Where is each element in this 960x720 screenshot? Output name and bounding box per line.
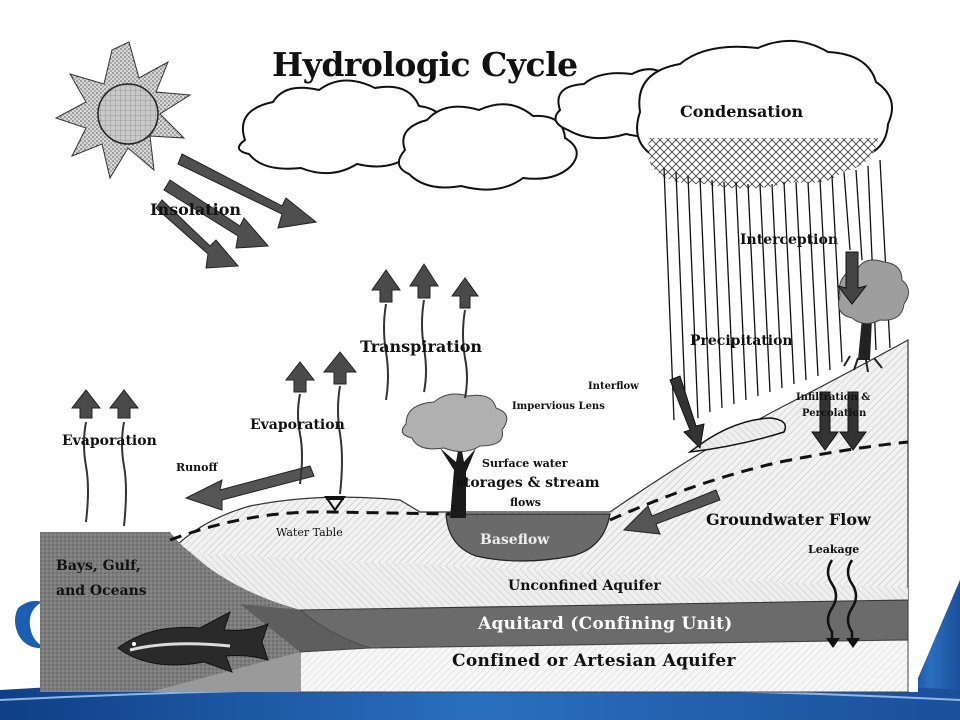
impervious-lens bbox=[687, 417, 787, 454]
impervious-lens-label: Impervious Lens bbox=[512, 401, 605, 412]
insolation-label: Insolation bbox=[150, 200, 242, 219]
leakage-arrows bbox=[826, 559, 858, 642]
interception-label: Interception bbox=[740, 232, 838, 248]
condensation-label: Condensation bbox=[680, 102, 804, 121]
evaporation-arrows-left bbox=[70, 389, 140, 419]
groundwater-flow-label: Groundwater Flow bbox=[706, 510, 871, 529]
sun-icon bbox=[54, 41, 192, 180]
leakage-label: Leakage bbox=[808, 543, 860, 556]
water-table-line bbox=[169, 440, 909, 542]
water-table-label: Water Table bbox=[276, 526, 343, 539]
precipitation-rain bbox=[663, 159, 891, 421]
runoff-arrow bbox=[184, 465, 315, 511]
diagram-title: Hydrologic Cycle bbox=[272, 45, 578, 84]
unconfined-aquifer-label: Unconfined Aquifer bbox=[508, 578, 661, 594]
condensation-hatch bbox=[648, 138, 878, 189]
evaporation-label-left: Evaporation bbox=[62, 433, 157, 449]
interception-arrow bbox=[836, 251, 868, 305]
aquitard-label: Aquitard (Confining Unit) bbox=[478, 614, 733, 634]
precipitation-label: Precipitation bbox=[690, 333, 793, 349]
insolation-arrows bbox=[155, 153, 318, 269]
transpiration-label: Transpiration bbox=[360, 337, 483, 356]
tree-icon bbox=[401, 393, 508, 518]
fish-icon bbox=[117, 610, 269, 673]
infiltration-arrows bbox=[669, 375, 867, 451]
water-table-icon bbox=[324, 496, 346, 512]
surface-water-label-line3: flows bbox=[510, 496, 541, 509]
infiltration-label-line2: Percolation bbox=[802, 408, 867, 419]
surface-water-label-line2: storages & stream bbox=[456, 475, 600, 491]
surface-water-label-line1: Surface water bbox=[482, 457, 568, 470]
transpiration-arrows bbox=[371, 263, 479, 309]
baseflow-label: Baseflow bbox=[480, 532, 550, 548]
unconfined-aquifer bbox=[170, 552, 908, 610]
oceans-label-line2: and Oceans bbox=[56, 583, 147, 599]
oceans-label-line1: Bays, Gulf, bbox=[56, 558, 141, 574]
evaporation-arrows-mid bbox=[284, 351, 358, 393]
interflow-label: Interflow bbox=[588, 381, 639, 392]
runoff-label: Runoff bbox=[176, 461, 218, 474]
vapor-lines bbox=[83, 299, 468, 527]
infiltration-label-line1: Infiltration & bbox=[796, 392, 871, 403]
evaporation-label-mid: Evaporation bbox=[250, 417, 345, 433]
confined-aquifer-label: Confined or Artesian Aquifer bbox=[452, 651, 736, 671]
aquitard-wedge bbox=[240, 604, 370, 652]
groundwater-flow-arrow bbox=[622, 489, 721, 535]
baseflow-pond bbox=[445, 513, 611, 562]
